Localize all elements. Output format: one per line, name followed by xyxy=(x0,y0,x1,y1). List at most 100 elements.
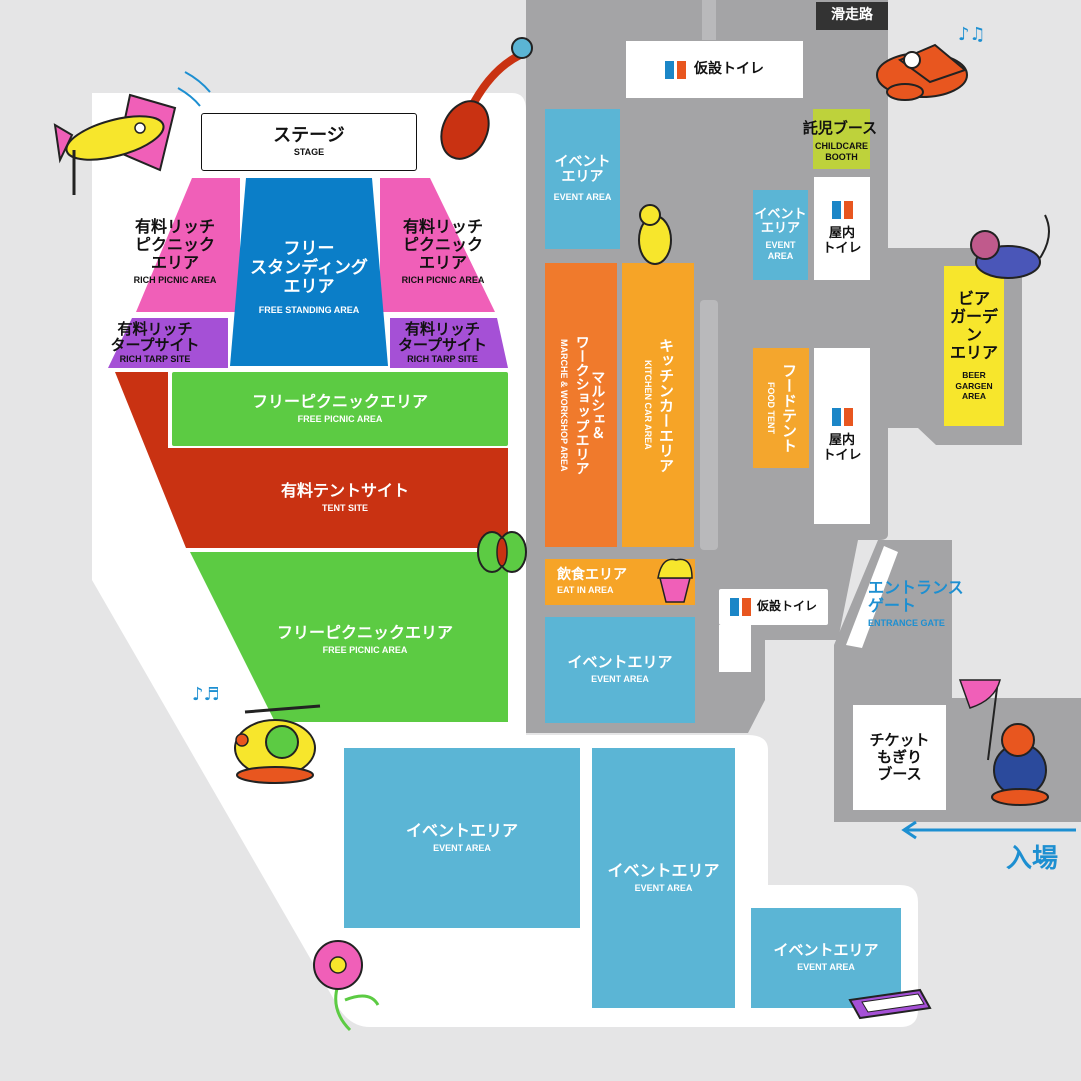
free-picnic-area-top[interactable]: フリーピクニックエリア FREE PICNIC AREA xyxy=(172,372,508,446)
airplane-icon xyxy=(876,43,968,101)
beer-garden-area[interactable]: ビア ガーデン エリア BEER GARGEN AREA xyxy=(944,266,1004,426)
rich-picnic-right-label: 有料リッチ ピクニック エリア xyxy=(402,217,483,272)
rich-picnic-left-shape[interactable] xyxy=(136,178,240,312)
tent-site[interactable]: 有料テントサイト TENT SITE xyxy=(200,470,490,526)
mascot-icon xyxy=(638,204,672,265)
rich-picnic-left-label-en: RICH PICNIC AREA xyxy=(133,274,217,285)
childcare-label-en: CHILDCARE BOOTH xyxy=(815,141,868,163)
woman-icon xyxy=(843,200,853,219)
music-note-icon: ♪♫ xyxy=(958,24,986,45)
woman-icon xyxy=(843,408,853,427)
rich-tarp-right-shape[interactable] xyxy=(390,318,508,368)
event-small-label-en: EVENT AREA xyxy=(765,239,796,262)
rich-picnic-right-label-en: RICH PICNIC AREA xyxy=(401,274,485,285)
event-bottom-right-label: イベントエリア xyxy=(773,941,879,960)
eat-in-label-en: EAT IN AREA xyxy=(557,584,614,595)
woman-icon xyxy=(677,60,686,79)
marche-label: マルシェ＆ ワークショップエリア xyxy=(573,335,606,475)
helicopter-icon xyxy=(234,704,321,784)
man-icon xyxy=(729,598,739,616)
event-area-small[interactable]: イベント エリア EVENT AREA xyxy=(753,190,808,280)
flag xyxy=(958,679,1001,709)
rich-tarp-right[interactable]: 有料リッチ タープサイト RICH TARP SITE xyxy=(390,318,495,368)
cream-top xyxy=(657,558,693,579)
event-area-bottom-left[interactable]: イベントエリア EVENT AREA xyxy=(344,748,580,928)
marche-workshop-area[interactable]: マルシェ＆ ワークショップエリア MARCHE & WORKSHOP AREA xyxy=(545,263,617,547)
guitar-icon xyxy=(440,37,533,160)
tent-site-shape[interactable] xyxy=(115,372,508,548)
entrance-gate[interactable]: エントランス ゲート ENTRANCE GATE xyxy=(868,574,998,634)
event-small-label: イベント エリア xyxy=(754,206,807,237)
rich-tarp-left-shape[interactable] xyxy=(108,318,228,368)
free-picnic-top-label: フリーピクニックエリア xyxy=(251,391,428,411)
helicopter-window xyxy=(265,725,299,759)
free-standing-area[interactable]: フリー スタンディング エリア FREE STANDING AREA xyxy=(236,228,382,328)
event-area-top[interactable]: イベント エリア EVENT AREA xyxy=(545,109,620,249)
event-area-bottom-right[interactable]: イベントエリア EVENT AREA xyxy=(751,908,901,1008)
airplane-belly xyxy=(886,83,924,101)
mascot-icon xyxy=(958,679,1049,806)
airplane-icon xyxy=(53,93,177,195)
marche-vertical-text: マルシェ＆ ワークショップエリア MARCHE & WORKSHOP AREA xyxy=(558,335,605,475)
music-note-icon: ♪♬ xyxy=(192,684,220,705)
rich-tarp-right-label: 有料リッチ タープサイト xyxy=(397,319,488,355)
man-icon xyxy=(831,200,841,219)
stage-label: ステージ xyxy=(273,124,345,146)
toilet-icon xyxy=(831,408,853,427)
rich-tarp-left[interactable]: 有料リッチ タープサイト RICH TARP SITE xyxy=(95,318,215,368)
temp-toilet-mid-stub xyxy=(719,625,751,672)
marche-label-en: MARCHE & WORKSHOP AREA xyxy=(558,338,569,472)
event-bottom-center-label: イベントエリア xyxy=(607,860,720,880)
free-picnic-bottom-shape[interactable] xyxy=(190,552,508,722)
helicopter-base xyxy=(236,766,314,784)
runway-text: 滑走路 xyxy=(831,7,873,24)
soft-cream-icon xyxy=(657,558,693,603)
indoor-toilet-top[interactable]: 屋内 トイレ xyxy=(814,177,870,280)
bear-feet xyxy=(991,788,1049,806)
free-standing-shape[interactable] xyxy=(230,178,388,366)
temp-toilet-mid-label: 仮設トイレ xyxy=(756,599,817,614)
beer-garden-label-en: BEER GARGEN AREA xyxy=(955,369,993,402)
tent-site-label-en: TENT SITE xyxy=(321,502,368,513)
rich-picnic-right[interactable]: 有料リッチ ピクニック エリア RICH PICNIC AREA xyxy=(388,212,498,292)
flower-center xyxy=(329,956,347,974)
event-bottom-right-label-en: EVENT AREA xyxy=(797,962,855,973)
temp-toilet-top[interactable]: 仮設トイレ xyxy=(626,41,803,98)
eat-in-label: 飲食エリア xyxy=(557,567,627,584)
flower-stem xyxy=(334,984,380,1032)
event-area-bottom-center[interactable]: イベントエリア EVENT AREA xyxy=(592,748,735,1008)
kitchen-car-area[interactable]: キッチンカーエリア KITCHEN CAR AREA xyxy=(622,263,694,547)
keyboard-keys xyxy=(861,993,925,1013)
food-tent[interactable]: フードテント FOOD TENT xyxy=(753,348,809,468)
ticket-booth[interactable]: チケット もぎり ブース xyxy=(853,705,946,810)
event-area-mid[interactable]: イベントエリア EVENT AREA xyxy=(545,617,695,723)
entry-text: 入場 xyxy=(1005,844,1058,875)
childcare-booth[interactable]: CHILDCARE BOOTH xyxy=(813,109,870,169)
free-standing-label-en: FREE STANDING AREA xyxy=(258,304,360,315)
guitar-body xyxy=(440,100,490,160)
free-picnic-top-label-en: FREE PICNIC AREA xyxy=(297,413,383,424)
childcare-title: 託児ブース xyxy=(790,116,890,140)
free-picnic-area-bottom[interactable]: フリーピクニックエリア FREE PICNIC AREA xyxy=(250,605,480,675)
airplane-nose xyxy=(903,51,921,69)
childcare-label: 託児ブース xyxy=(802,118,878,137)
rich-picnic-right-shape[interactable] xyxy=(380,178,495,312)
stage-area[interactable]: ステージ STAGE xyxy=(201,113,417,171)
temp-toilet-mid[interactable]: 仮設トイレ xyxy=(719,589,828,625)
food-tent-vertical-text: フードテント FOOD TENT xyxy=(765,363,798,453)
entry-label: 入場 xyxy=(992,838,1072,882)
rich-tarp-left-label-en: RICH TARP SITE xyxy=(119,354,191,365)
bear-head xyxy=(1001,723,1035,757)
entrance-walk xyxy=(846,546,898,648)
kitchen-vertical-text: キッチンカーエリア KITCHEN CAR AREA xyxy=(642,338,675,473)
arrow-head xyxy=(901,820,917,840)
keyboard-icon xyxy=(848,988,932,1020)
free-standing-label: フリー スタンディング エリア xyxy=(250,238,368,297)
indoor-toilet-bottom[interactable]: 屋内 トイレ xyxy=(814,348,870,524)
rich-picnic-left[interactable]: 有料リッチ ピクニック エリア RICH PICNIC AREA xyxy=(120,212,230,292)
runway-line xyxy=(700,300,718,550)
toilet-icon xyxy=(665,60,686,79)
